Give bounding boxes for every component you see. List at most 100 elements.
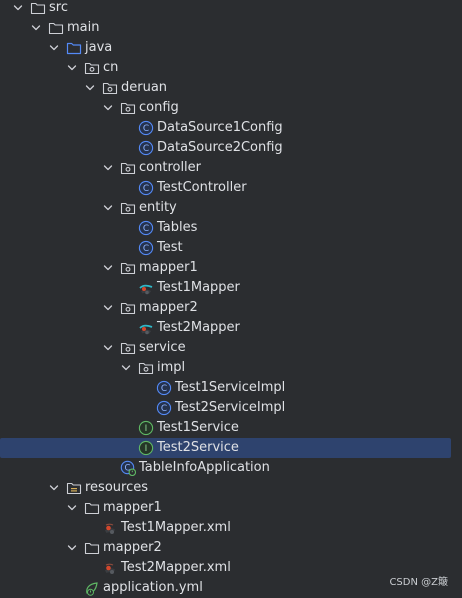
interface-icon: I	[138, 420, 154, 436]
tree-node[interactable]: src	[0, 0, 462, 18]
source-folder-icon	[66, 40, 82, 56]
chevron-down-icon[interactable]	[12, 0, 24, 18]
tree-node[interactable]: config	[0, 98, 462, 118]
class-icon: C	[138, 180, 154, 196]
tree-node[interactable]: mapper1	[0, 498, 462, 518]
package-icon	[120, 340, 136, 356]
svg-text:C: C	[161, 404, 167, 414]
chevron-down-icon[interactable]	[48, 478, 60, 498]
spring-boot-class-icon: C	[120, 460, 136, 476]
folder-icon	[84, 500, 100, 516]
svg-text:C: C	[143, 184, 149, 194]
tree-node-label: Test2Mapper	[157, 320, 240, 335]
folder-icon	[48, 20, 64, 36]
package-icon	[138, 360, 154, 376]
yaml-config-icon	[84, 580, 100, 596]
tree-node[interactable]: C Test	[0, 238, 462, 258]
tree-node-label: mapper2	[139, 300, 198, 315]
tree-node-label: main	[67, 20, 100, 35]
tree-node[interactable]: Test1Mapper.xml	[0, 518, 462, 538]
mybatis-mapper-icon	[138, 320, 154, 336]
tree-node-label: config	[139, 100, 179, 115]
chevron-spacer	[120, 278, 132, 298]
tree-node[interactable]: mapper2	[0, 298, 462, 318]
chevron-spacer	[120, 238, 132, 258]
tree-node[interactable]: cn	[0, 58, 462, 78]
class-icon: C	[138, 240, 154, 256]
tree-node[interactable]: mapper1	[0, 258, 462, 278]
package-icon	[120, 260, 136, 276]
tree-node-label: Test2ServiceImpl	[175, 400, 286, 415]
mybatis-xml-icon	[102, 560, 118, 576]
folder-icon	[84, 540, 100, 556]
tree-node-label: controller	[139, 160, 202, 175]
chevron-down-icon[interactable]	[66, 498, 78, 518]
chevron-down-icon[interactable]	[84, 78, 96, 98]
tree-node-label: Tables	[157, 220, 198, 235]
tree-node-label: src	[49, 0, 68, 15]
tree-node[interactable]: main	[0, 18, 462, 38]
package-icon	[120, 100, 136, 116]
chevron-spacer	[66, 578, 78, 598]
chevron-down-icon[interactable]	[66, 58, 78, 78]
chevron-spacer	[120, 318, 132, 338]
chevron-down-icon[interactable]	[66, 538, 78, 558]
chevron-down-icon[interactable]	[102, 258, 114, 278]
chevron-spacer	[138, 398, 150, 418]
tree-node[interactable]: mapper2	[0, 538, 462, 558]
chevron-spacer	[138, 378, 150, 398]
tree-node[interactable]: entity	[0, 198, 462, 218]
interface-icon: I	[138, 440, 154, 456]
svg-text:C: C	[143, 124, 149, 134]
tree-node[interactable]: deruan	[0, 78, 462, 98]
chevron-down-icon[interactable]	[102, 158, 114, 178]
tree-node-label: java	[85, 40, 113, 55]
tree-node[interactable]: impl	[0, 358, 462, 378]
package-icon	[84, 60, 100, 76]
tree-node[interactable]: Test2Mapper.xml	[0, 558, 462, 578]
resources-folder-icon	[66, 480, 82, 496]
tree-node-label: DataSource2Config	[157, 140, 283, 155]
tree-node[interactable]: C Test2ServiceImpl	[0, 398, 462, 418]
tree-node-label: entity	[139, 200, 177, 215]
tree-node[interactable]: Test1Mapper	[0, 278, 462, 298]
tree-node[interactable]: Test2Mapper	[0, 318, 462, 338]
tree-node-label: Test1Service	[157, 420, 239, 435]
mybatis-xml-icon	[102, 520, 118, 536]
chevron-spacer	[120, 118, 132, 138]
tree-node[interactable]: C DataSource2Config	[0, 138, 462, 158]
tree-node[interactable]: service	[0, 338, 462, 358]
tree-node[interactable]: controller	[0, 158, 462, 178]
tree-node-label: Test	[157, 240, 183, 255]
tree-node-label: TableInfoApplication	[139, 460, 270, 475]
chevron-down-icon[interactable]	[102, 298, 114, 318]
chevron-spacer	[120, 218, 132, 238]
svg-text:C: C	[161, 384, 167, 394]
tree-node[interactable]: resources	[0, 478, 462, 498]
tree-node[interactable]: java	[0, 38, 462, 58]
chevron-down-icon[interactable]	[48, 38, 60, 58]
package-icon	[120, 200, 136, 216]
svg-text:C: C	[143, 144, 149, 154]
chevron-spacer	[102, 458, 114, 478]
class-icon: C	[138, 120, 154, 136]
tree-node[interactable]: application.yml	[0, 578, 462, 598]
chevron-down-icon[interactable]	[120, 358, 132, 378]
package-icon	[120, 160, 136, 176]
class-icon: C	[138, 140, 154, 156]
chevron-down-icon[interactable]	[30, 18, 42, 38]
svg-text:C: C	[143, 244, 149, 254]
chevron-down-icon[interactable]	[102, 198, 114, 218]
chevron-down-icon[interactable]	[102, 98, 114, 118]
chevron-spacer	[120, 178, 132, 198]
chevron-spacer	[84, 558, 96, 578]
tree-node-label: impl	[157, 360, 186, 375]
chevron-down-icon[interactable]	[102, 338, 114, 358]
